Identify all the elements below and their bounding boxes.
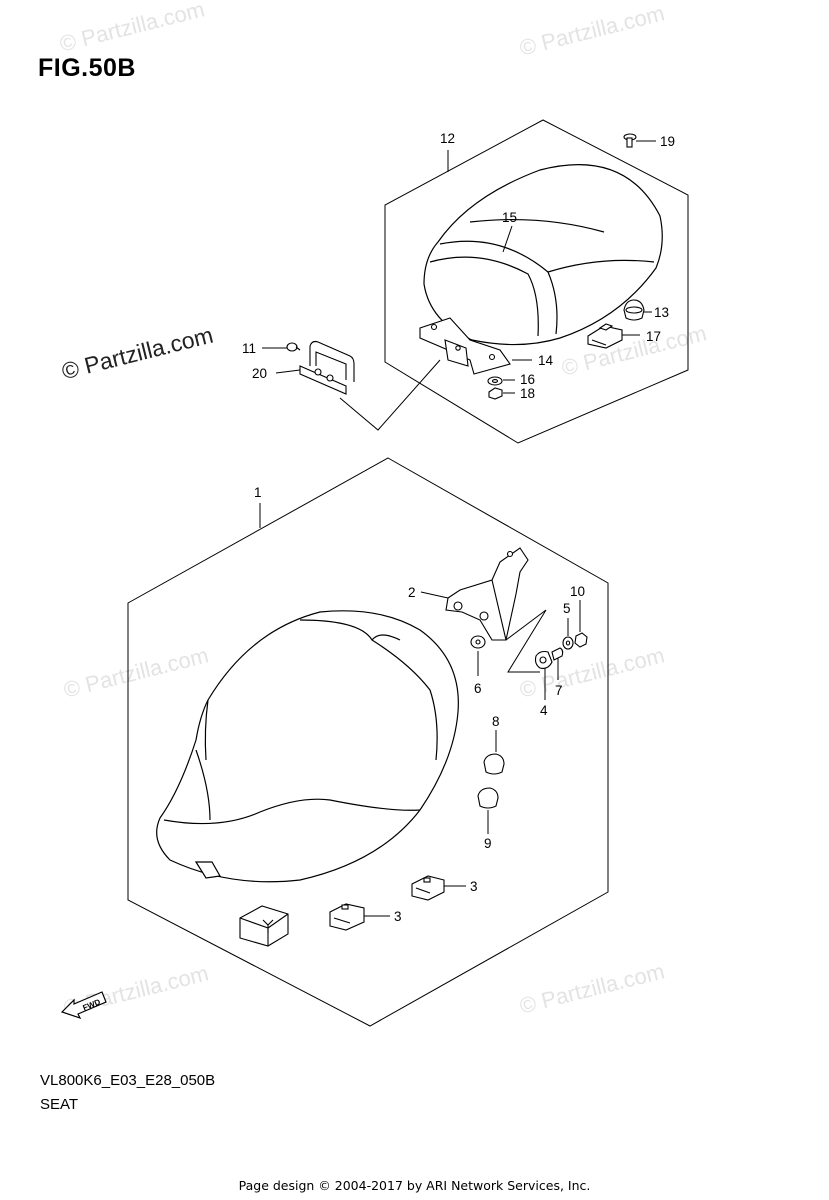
diagram-name: SEAT bbox=[40, 1096, 79, 1113]
callout-16: 16 bbox=[520, 372, 535, 387]
callout-1: 1 bbox=[254, 485, 262, 500]
main-seat-body bbox=[156, 610, 459, 883]
callout-3: 3 bbox=[470, 879, 478, 894]
callout-20: 20 bbox=[252, 366, 267, 381]
clip-3a bbox=[411, 875, 445, 901]
clip-17 bbox=[587, 323, 623, 349]
upper-group-outline bbox=[384, 119, 689, 444]
cushion-9 bbox=[477, 787, 499, 809]
diagram-code: VL800K6_E03_E28_050B bbox=[40, 1072, 216, 1089]
callout-17: 17 bbox=[646, 329, 661, 344]
grab-handle-20 bbox=[299, 340, 355, 395]
callout-5: 5 bbox=[563, 601, 571, 616]
screw-19 bbox=[623, 133, 637, 148]
callout-9: 9 bbox=[484, 836, 492, 851]
callout-11: 11 bbox=[242, 341, 256, 356]
callout-3: 3 bbox=[394, 909, 402, 924]
callout-12: 12 bbox=[440, 131, 455, 146]
figure-title: FIG.50B bbox=[38, 54, 136, 82]
nut-18 bbox=[488, 387, 503, 400]
nut-10 bbox=[574, 632, 588, 648]
passenger-seat-bracket bbox=[419, 317, 511, 375]
passenger-seat-cushion bbox=[423, 164, 663, 346]
callout-7: 7 bbox=[555, 683, 563, 698]
page-footer: Page design © 2004-2017 by ARI Network S… bbox=[238, 1178, 591, 1193]
callout-14: 14 bbox=[538, 353, 554, 368]
fwd-arrow-icon bbox=[60, 991, 107, 1020]
clip-3b bbox=[329, 903, 365, 931]
tool-box bbox=[239, 905, 289, 947]
callout-4: 4 bbox=[540, 703, 548, 718]
seat-bracket-2 bbox=[445, 547, 529, 641]
lower-group-outline bbox=[127, 457, 609, 1027]
collar-7 bbox=[551, 647, 564, 661]
callout-18: 18 bbox=[520, 386, 535, 401]
screw-11 bbox=[286, 342, 301, 352]
washer-6 bbox=[470, 635, 486, 649]
callout-8: 8 bbox=[492, 714, 500, 729]
cushion-8 bbox=[483, 753, 505, 775]
grommet-4 bbox=[534, 650, 553, 669]
callout-6: 6 bbox=[474, 681, 482, 696]
cushion-13 bbox=[623, 299, 645, 321]
callout-10: 10 bbox=[570, 584, 585, 599]
callout-2: 2 bbox=[408, 585, 416, 600]
callout-13: 13 bbox=[654, 305, 669, 320]
callout-19: 19 bbox=[660, 134, 675, 149]
callout-15: 15 bbox=[502, 210, 517, 225]
